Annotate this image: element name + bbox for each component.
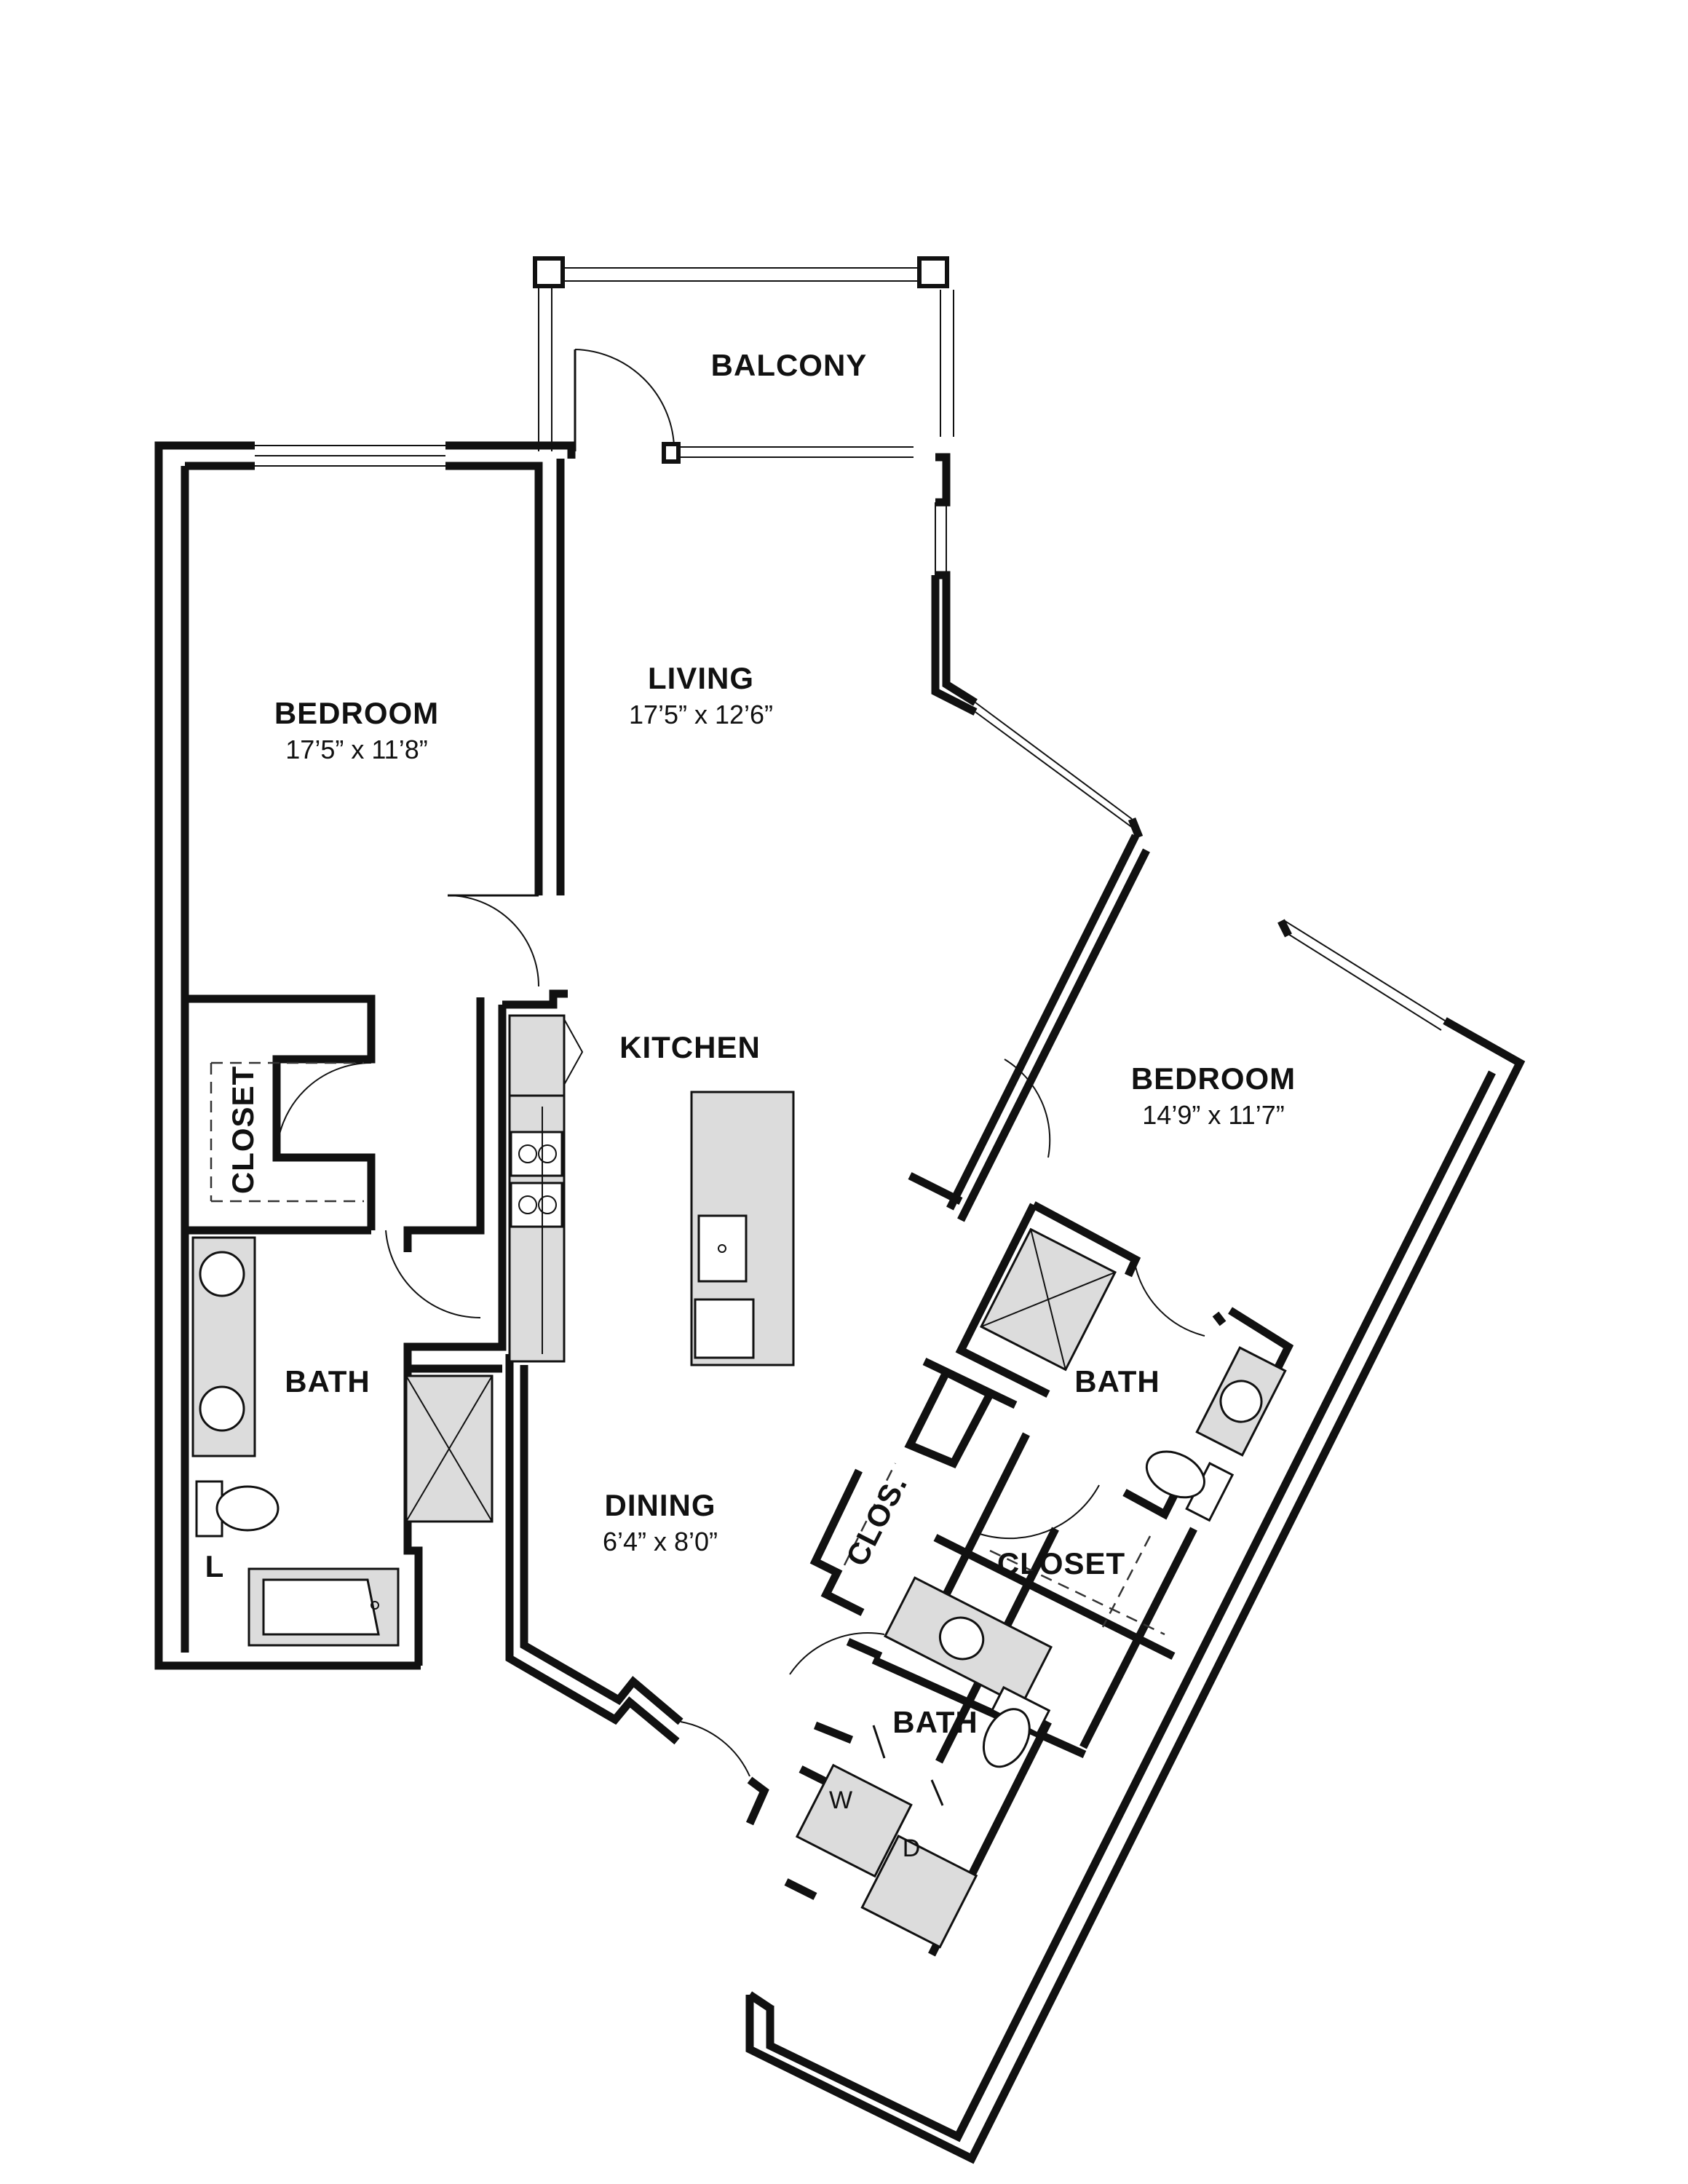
dining-label: DINING	[605, 1488, 716, 1522]
room-labels: BALCONY LIVING 17’5” x 12’6” BEDROOM 17’…	[205, 348, 1296, 1862]
toilet-bowl	[982, 1708, 1031, 1768]
closet-2-label: CLOSET	[997, 1546, 1125, 1580]
sink	[199, 1251, 245, 1297]
dryer-label: D	[903, 1835, 921, 1862]
linen-label: L	[205, 1549, 225, 1583]
bath-2-label: BATH	[1074, 1364, 1160, 1398]
washer	[795, 1763, 913, 1878]
doors	[276, 894, 1205, 1806]
windows	[255, 445, 1446, 1031]
balcony-area	[533, 256, 954, 464]
walls	[154, 441, 1526, 2164]
fixtures	[191, 1014, 1287, 1949]
bath-3-label: BATH	[892, 1705, 978, 1739]
cooktop-burner	[510, 1131, 563, 1177]
bedroom-2-size: 14’9” x 11’7”	[1142, 1100, 1284, 1130]
balcony-label: BALCONY	[711, 348, 868, 382]
closet-shelves	[210, 1061, 1165, 1636]
sink	[1219, 1380, 1263, 1423]
bath-1-label: BATH	[285, 1364, 371, 1398]
living-label: LIVING	[648, 661, 754, 695]
dryer	[860, 1835, 978, 1949]
washer-label: W	[829, 1787, 852, 1814]
sink	[199, 1385, 245, 1432]
fridge	[508, 1014, 566, 1097]
dining-size: 6’4” x 8’0”	[603, 1527, 718, 1556]
kitchen-label: KITCHEN	[619, 1030, 761, 1064]
toilet-bowl	[1145, 1450, 1205, 1499]
sink	[938, 1616, 985, 1661]
bedroom-1-size: 17’5” x 11’8”	[285, 735, 427, 764]
closet-1-label: CLOSET	[226, 1066, 260, 1194]
bedroom-2-label: BEDROOM	[1131, 1061, 1296, 1096]
bedroom-1-label: BEDROOM	[274, 696, 439, 730]
living-size: 17’5” x 12’6”	[629, 700, 773, 729]
toilet-bowl	[215, 1485, 280, 1532]
dishwasher	[694, 1298, 755, 1359]
island-sink	[697, 1214, 748, 1283]
